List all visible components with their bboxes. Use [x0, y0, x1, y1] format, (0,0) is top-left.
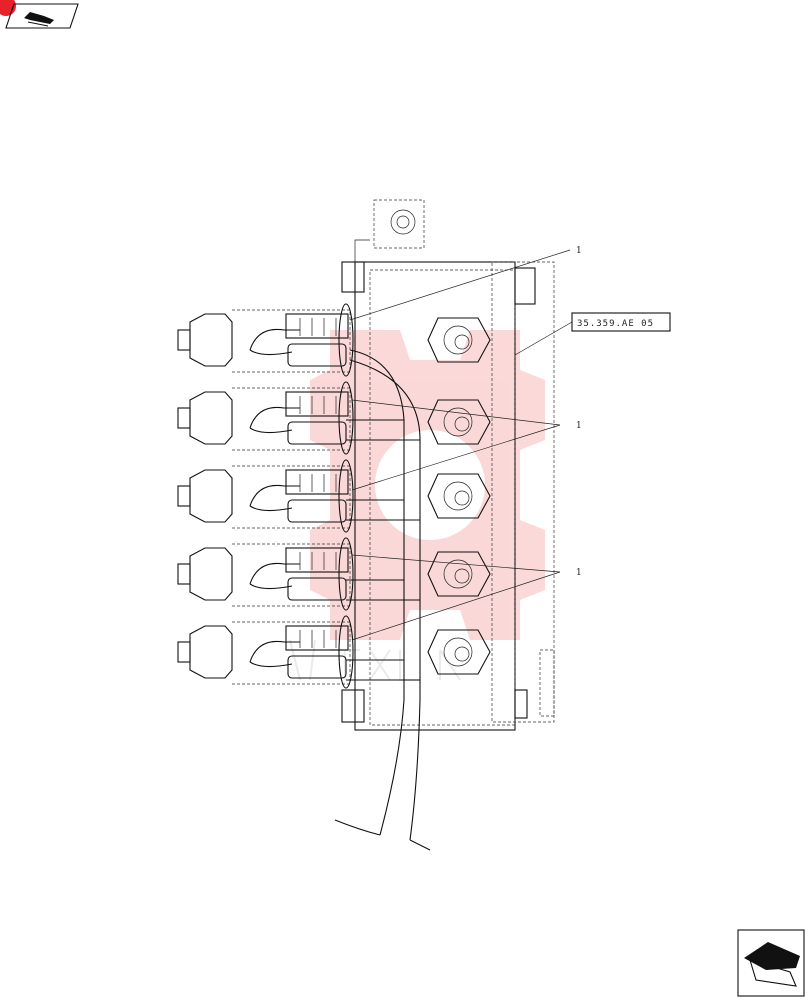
port-fitting — [427, 317, 491, 363]
solenoid-stacks — [177, 303, 354, 689]
reference-label[interactable]: 35.359.AE 05 — [577, 319, 654, 329]
port-fitting — [427, 551, 491, 597]
badge-icon — [0, 0, 16, 16]
wiring-harness — [334, 349, 431, 851]
solenoid-unit — [177, 381, 354, 455]
solenoid-unit — [177, 459, 354, 533]
valve-block — [341, 199, 555, 731]
previous-page-icon[interactable] — [0, 0, 79, 29]
callout-1-middle: 1 — [576, 421, 582, 431]
callout-1-top: 1 — [576, 246, 582, 256]
gear-logo-watermark — [289, 330, 545, 681]
port-fitting — [427, 629, 491, 675]
solenoid-unit — [177, 615, 354, 689]
solenoid-unit — [177, 537, 354, 611]
callout-1-bottom: 1 — [576, 568, 582, 578]
solenoid-unit — [177, 303, 354, 377]
port-fittings — [427, 317, 491, 675]
port-fitting — [427, 399, 491, 445]
port-fitting — [427, 473, 491, 519]
next-page-icon[interactable] — [737, 929, 805, 997]
leader-lines — [349, 249, 573, 641]
reference-link[interactable]: 35.359.AE 05 — [571, 312, 671, 332]
